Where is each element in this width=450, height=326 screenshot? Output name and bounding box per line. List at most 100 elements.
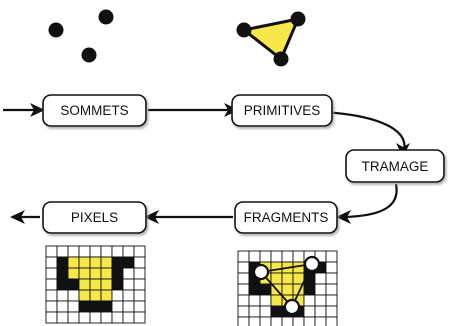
grid-cell — [78, 267, 91, 280]
grid-cell — [237, 283, 250, 296]
grid-cell — [122, 300, 135, 313]
grid-cell — [111, 289, 124, 302]
grid-cell — [67, 311, 80, 324]
grid-cell — [122, 245, 135, 258]
stage-tramage: TRAMAGE — [345, 149, 445, 183]
grid-cell — [45, 278, 58, 291]
stage-label: FRAGMENTS — [244, 210, 329, 225]
grid-cell — [78, 300, 91, 313]
grid-cell — [78, 311, 91, 324]
grid-cell — [237, 305, 250, 318]
grid-cell — [56, 278, 69, 291]
arrowhead-icon — [144, 210, 159, 224]
grid-cell — [237, 294, 250, 307]
grid-cell — [270, 250, 283, 263]
grid-cell — [325, 261, 338, 274]
grid-cell — [89, 300, 102, 313]
grid-cell — [100, 300, 113, 313]
grid-cell — [248, 316, 261, 326]
grid-cell — [270, 294, 283, 307]
grid-cell — [133, 256, 146, 269]
grid-cell — [67, 278, 80, 291]
grid-cell — [45, 311, 58, 324]
grid-cell — [259, 305, 272, 318]
arrow-tramage-fragments — [342, 183, 398, 219]
grid-cell — [45, 256, 58, 269]
grid-cell — [325, 305, 338, 318]
grid-cell — [67, 245, 80, 258]
grid-cell — [237, 316, 250, 326]
grid-cell — [56, 311, 69, 324]
grid-cell — [292, 316, 305, 326]
grid-cell — [78, 289, 91, 302]
grid-cell — [122, 267, 135, 280]
grid-cell — [259, 250, 272, 263]
grid-cell — [259, 316, 272, 326]
grid-cell — [111, 245, 124, 258]
grid-cell — [122, 289, 135, 302]
grid-cell — [325, 283, 338, 296]
grid-cell — [314, 272, 327, 285]
primitive-triangle-icon — [236, 11, 306, 67]
grid-cell — [325, 316, 338, 326]
fragment-triangle-overlay — [252, 255, 321, 316]
stage-primitives: PRIMITIVES — [231, 94, 333, 127]
loose-vertices-icon — [48, 9, 114, 63]
grid-cell — [248, 283, 261, 296]
grid-cell — [56, 256, 69, 269]
grid-cell — [100, 245, 113, 258]
grid-cell — [111, 256, 124, 269]
grid-cell — [248, 305, 261, 318]
stage-label: PIXELS — [71, 210, 118, 225]
grid-cell — [133, 289, 146, 302]
grid-cell — [89, 311, 102, 324]
grid-cell — [292, 250, 305, 263]
grid-cell — [111, 278, 124, 291]
grid-cell — [89, 267, 102, 280]
grid-cell — [325, 250, 338, 263]
grid-cell — [281, 272, 294, 285]
arrow-heads — [10, 103, 410, 224]
pixels-grid — [45, 245, 146, 324]
grid-cell — [314, 316, 327, 326]
grid-cell — [314, 283, 327, 296]
grid-cell — [270, 272, 283, 285]
grid-cell — [56, 245, 69, 258]
grid-cell — [45, 300, 58, 313]
grid-cell — [45, 289, 58, 302]
fragments-grid — [237, 250, 338, 326]
grid-cell — [78, 278, 91, 291]
stage-label: SOMMETS — [60, 103, 128, 118]
grid-cell — [248, 250, 261, 263]
stage-pixels: PIXELS — [42, 201, 147, 234]
grid-cell — [122, 256, 135, 269]
grid-cell — [237, 250, 250, 263]
grid-cell — [303, 294, 316, 307]
grid-cell — [325, 272, 338, 285]
grid-cell — [89, 278, 102, 291]
grid-cell — [303, 305, 316, 318]
grid-cell — [56, 267, 69, 280]
grid-cell — [67, 256, 80, 269]
arrowhead-icon — [336, 210, 351, 224]
grid-cell — [122, 311, 135, 324]
grid-cell — [100, 256, 113, 269]
stage-label: PRIMITIVES — [244, 103, 321, 118]
grid-cell — [78, 245, 91, 258]
grid-cell — [259, 294, 272, 307]
grid-cell — [292, 272, 305, 285]
grid-cell — [89, 256, 102, 269]
grid-cell — [111, 311, 124, 324]
grid-cell — [303, 283, 316, 296]
grid-cell — [100, 278, 113, 291]
pipeline-arrows — [3, 108, 406, 219]
grid-cell — [78, 256, 91, 269]
grid-cell — [100, 267, 113, 280]
grid-cell — [100, 289, 113, 302]
grid-cell — [133, 245, 146, 258]
grid-cell — [89, 289, 102, 302]
grid-cell — [237, 261, 250, 274]
grid-cell — [133, 311, 146, 324]
